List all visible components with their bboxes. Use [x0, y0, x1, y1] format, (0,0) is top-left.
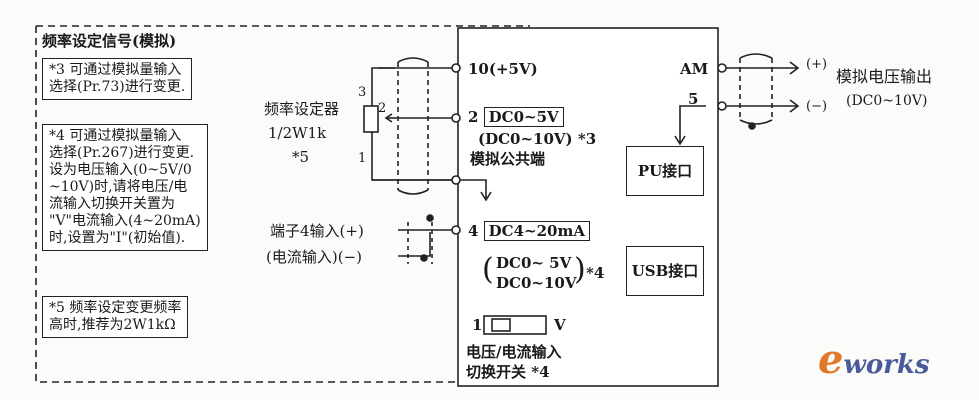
switch-i-label: 1: [472, 316, 483, 334]
terminal-4-alt-1: DC0~ 5V: [496, 254, 572, 272]
terminal4-plus-label: 端子4输入(+): [270, 222, 364, 240]
terminal-4-num: 4: [468, 222, 479, 240]
eworks-logo: eworks: [818, 336, 930, 383]
terminal-2-range-alt: (DC0~10V) *3: [478, 130, 597, 148]
pot-pin-2: 2: [378, 101, 387, 116]
terminal-4-range: DC4~20mA: [483, 221, 591, 241]
pot-pin-1: 1: [358, 151, 367, 166]
note-5: *5 频率设定变更频率 高时,推荐为2W1kΩ: [42, 296, 189, 338]
output-minus: (−): [806, 99, 828, 114]
terminal4-minus-label: (电流输入)(−): [266, 248, 362, 266]
pot-pin-3: 3: [358, 85, 367, 100]
common-terminal-label: 模拟公共端: [470, 150, 546, 168]
note-4: *4 可通过模拟量输入 选择(Pr.267)进行变更. 设为电压输入(0~5V/…: [42, 124, 208, 251]
output-title: 模拟电压输出: [836, 67, 933, 86]
logo-rest: works: [843, 350, 930, 380]
potentiometer-rating: 1/2W1k: [268, 124, 327, 142]
output-plus: (+): [806, 57, 828, 72]
terminal-4: 4 DC4~20mA: [468, 221, 591, 241]
terminal-10: 10(+5V): [468, 60, 538, 78]
terminal-4-paren-right: ): [574, 252, 586, 287]
terminal-2: 2 DC0~5V: [468, 107, 564, 127]
terminal-2-num: 2: [468, 108, 479, 126]
terminal-2-range: DC0~5V: [483, 107, 564, 127]
logo-e: e: [818, 336, 844, 383]
output-range: (DC0~10V): [846, 93, 928, 109]
am-terminal: AM: [680, 60, 709, 78]
section-title: 频率设定信号(模拟): [42, 32, 177, 50]
five-terminal: 5: [688, 90, 699, 108]
potentiometer-name: 频率设定器: [264, 100, 340, 118]
terminal-4-alt-2: DC0~10V: [496, 274, 577, 292]
terminal-4-ref: *4: [586, 264, 605, 282]
pu-interface-panel: PU接口: [626, 146, 704, 196]
terminal-4-paren-left: (: [482, 252, 494, 287]
usb-interface-panel: USB接口: [626, 246, 704, 296]
switch-v-label: V: [554, 316, 566, 334]
switch-label: 电压/电流输入 切换开关 *4: [466, 343, 562, 381]
potentiometer-ref: *5: [292, 148, 310, 166]
note-3: *3 可通过模拟量输入 选择(Pr.73)进行变更.: [42, 58, 193, 100]
